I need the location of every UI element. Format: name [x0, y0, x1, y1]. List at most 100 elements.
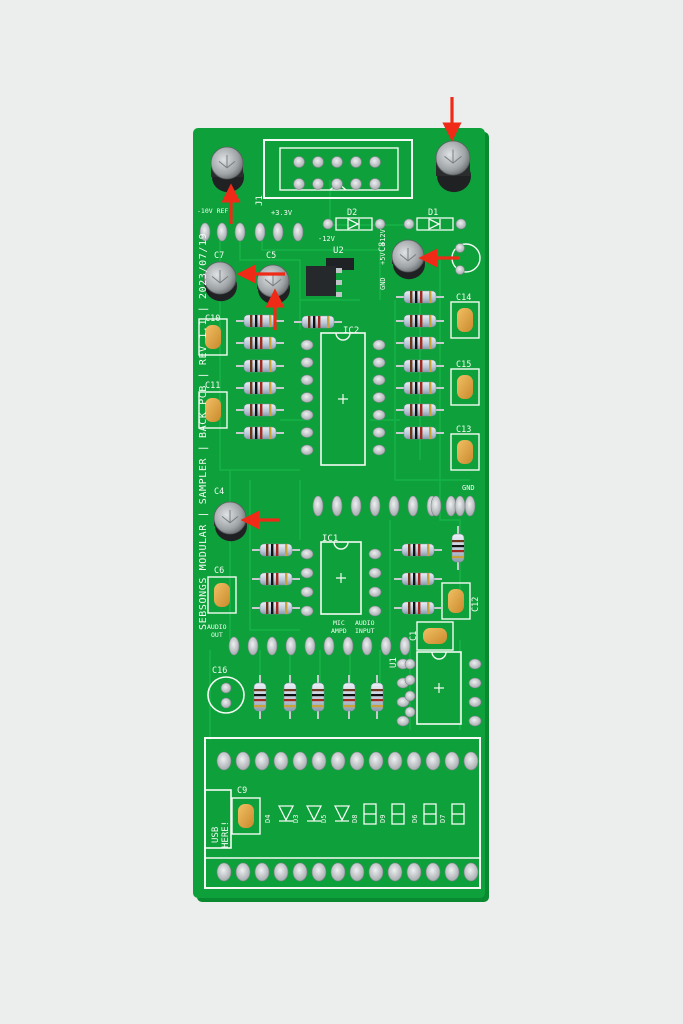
c10-outline [198, 391, 228, 429]
ic1-center-mark [336, 573, 346, 583]
c15-outline [450, 368, 480, 406]
c13 [457, 308, 473, 332]
power-header-pin [272, 222, 284, 242]
ic2-pin [372, 409, 386, 421]
ic2-pin [300, 339, 314, 351]
connector-pin [312, 156, 324, 168]
middle-header-pin [331, 495, 343, 517]
bottom-header-pin [444, 862, 460, 882]
c5-label: C5 [266, 251, 276, 261]
resistor [370, 675, 384, 719]
resistor [236, 336, 284, 350]
ic2-pin [372, 444, 386, 456]
solder-pad [430, 495, 442, 517]
solder-pad [322, 218, 334, 230]
resistor [394, 543, 442, 557]
c1-label: C1 [409, 631, 419, 641]
power-label-5v: +5V [379, 252, 387, 265]
ic2-pin [372, 357, 386, 368]
svg-text:USB: USB [211, 827, 221, 843]
d6-label: D6 [411, 815, 419, 823]
diode-d4 [277, 805, 295, 822]
diode-d1 [416, 217, 454, 231]
ic2-pin [372, 427, 386, 438]
ic2-pin [300, 409, 314, 421]
c16-pad [220, 697, 232, 709]
bottom-header-pin [311, 862, 327, 882]
solder-pad [404, 674, 416, 686]
connector-pin [312, 178, 324, 190]
c9-outline [198, 318, 228, 356]
bottom-header-pin [235, 862, 251, 882]
c11 [238, 804, 254, 828]
top-header-pin [254, 751, 270, 771]
middle-header-pin [445, 495, 457, 517]
resistor [394, 601, 442, 615]
connector-pin [369, 178, 381, 190]
c11-label: C9 [237, 786, 247, 796]
c-top-left [210, 146, 244, 193]
ic1-pin [300, 548, 314, 560]
solder-pad [404, 658, 416, 670]
ic2-pin [300, 374, 314, 386]
u1-pin [396, 696, 410, 708]
board-side-label: SEBSONGS MODULAR | SAMPLER | BACK PCB | … [198, 233, 209, 630]
c14-label: C13 [456, 425, 471, 435]
c16-label: C16 [212, 666, 227, 676]
regulator-label: U2 [333, 246, 344, 256]
d7-label: D7 [439, 815, 447, 823]
c15-label: C15 [456, 360, 471, 370]
top-header-pin [425, 751, 441, 771]
d8-label: D8 [351, 815, 359, 823]
c16-outline [207, 676, 245, 714]
middle-header-pin [312, 495, 324, 517]
bottom-header-pin [292, 862, 308, 882]
svg-text:MIC: MIC [333, 619, 345, 627]
silkscreen-outlines [198, 139, 481, 889]
ic1-pin [368, 586, 382, 598]
ic2-pin [372, 392, 386, 403]
bottom-header-pin [406, 862, 422, 882]
middle-header-pin [464, 495, 476, 517]
bottom-header-pin [349, 862, 365, 882]
lower-header-pin [399, 636, 411, 656]
ic2-pin [372, 374, 386, 386]
c15 [457, 375, 473, 399]
c6 [214, 583, 230, 607]
power-label-ref: -10V REF [197, 207, 228, 215]
c6-outline [207, 576, 237, 614]
power-label-gnd: GND [379, 277, 387, 290]
solder-pad [454, 495, 466, 517]
gnd-label: GND [462, 484, 475, 492]
u1-label: U1 [389, 657, 399, 668]
voltage-regulator [306, 258, 354, 297]
lower-header-pin [228, 636, 240, 656]
lower-header-pin [361, 636, 373, 656]
svg-text:AUDIO: AUDIO [355, 619, 375, 627]
ic2-pin [300, 427, 314, 438]
middle-header-pin [388, 495, 400, 517]
ic2-label: IC2 [343, 326, 359, 336]
ic1-pin [300, 605, 314, 617]
bottom-header-pin [254, 862, 270, 882]
bottom-header-pin [330, 862, 346, 882]
solder-pad [455, 265, 465, 275]
audio-input-label: AUDIO INPUT [355, 619, 375, 635]
u1-pin [468, 677, 482, 689]
resistor [252, 601, 300, 615]
d5-label: D5 [320, 815, 328, 823]
top-header-pin [349, 751, 365, 771]
bottom-header-pin [368, 862, 384, 882]
lower-header-pin [342, 636, 354, 656]
bottom-header-pin [425, 862, 441, 882]
solder-pad [374, 218, 386, 230]
c1 [423, 628, 447, 644]
connector-pin [350, 156, 362, 168]
resistor [394, 572, 442, 586]
ic1-pin [368, 605, 382, 617]
solder-pad [455, 218, 467, 230]
power-header-pin [216, 222, 228, 242]
resistor [396, 359, 444, 373]
c14-outline [450, 433, 480, 471]
ic2-pin [300, 392, 314, 403]
